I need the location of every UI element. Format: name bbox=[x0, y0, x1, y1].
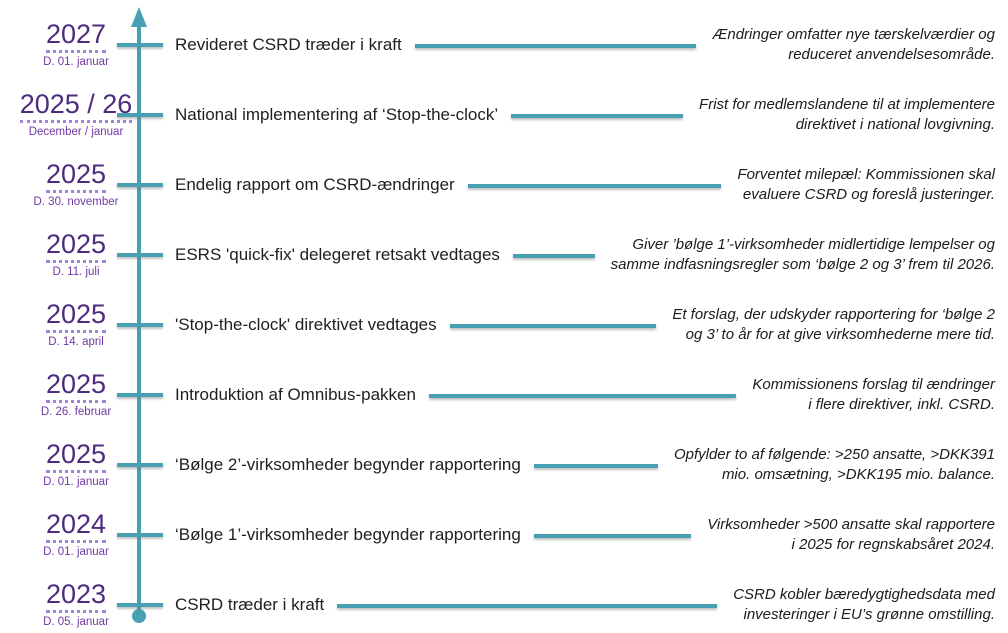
event-title: Endelig rapport om CSRD-ændringer bbox=[175, 175, 455, 194]
event-description: Forventet milepæl: Kommissionen skal eva… bbox=[737, 165, 995, 203]
event-description: Virksomheder >500 ansatte skal rapporter… bbox=[707, 515, 995, 553]
event-description: Frist for medlemslandene til at implemen… bbox=[699, 95, 995, 133]
event-title: National implementering af ‘Stop-the-clo… bbox=[175, 105, 499, 124]
event-date-column: 2025 / 26 December / januar bbox=[0, 91, 152, 139]
event-date-column: 2024 D. 01. januar bbox=[0, 511, 152, 559]
timeline-event-row: 2025 D. 30. november Endelig rapport om … bbox=[0, 150, 995, 220]
event-description: Giver ’bølge 1’-virksomheder midlertidig… bbox=[610, 235, 995, 273]
event-title: Introduktion af Omnibus-pakken bbox=[175, 385, 416, 404]
axis-tick-icon bbox=[117, 113, 163, 117]
connector-line bbox=[414, 44, 697, 48]
event-date-column: 2025 D. 11. juli bbox=[0, 231, 152, 279]
event-year: 2025 bbox=[45, 231, 107, 264]
connector-line bbox=[533, 464, 658, 468]
event-date-column: 2025 D. 30. november bbox=[0, 161, 152, 209]
event-date-column: 2023 D. 05. januar bbox=[0, 581, 152, 629]
event-date: D. 01. januar bbox=[43, 546, 109, 559]
event-year: 2025 bbox=[45, 161, 107, 194]
timeline-axis-line bbox=[137, 26, 141, 611]
event-year: 2025 / 26 bbox=[19, 91, 133, 124]
event-year: 2027 bbox=[45, 21, 107, 54]
event-title: Revideret CSRD træder i kraft bbox=[175, 35, 402, 54]
connector-line bbox=[511, 114, 684, 118]
event-date: D. 30. november bbox=[33, 196, 119, 209]
timeline-event-row: 2023 D. 05. januar CSRD træder i kraft C… bbox=[0, 570, 995, 633]
event-date-column: 2025 D. 01. januar bbox=[0, 441, 152, 489]
timeline-event-row: 2025 D. 26. februar Introduktion af Omni… bbox=[0, 360, 995, 430]
event-title: ‘Bølge 1’-virksomheder begynder rapporte… bbox=[175, 525, 521, 544]
event-year: 2025 bbox=[45, 441, 107, 474]
event-date: D. 14. april bbox=[48, 336, 104, 349]
axis-tick-icon bbox=[117, 463, 163, 467]
timeline-event-row: 2025 D. 14. april 'Stop-the-clock' direk… bbox=[0, 290, 995, 360]
timeline-arrow-up-icon bbox=[131, 7, 147, 27]
timeline-event-row: 2024 D. 01. januar ‘Bølge 1’-virksomhede… bbox=[0, 500, 995, 570]
timeline-event-row: 2025 / 26 December / januar National imp… bbox=[0, 80, 995, 150]
event-date-column: 2025 D. 26. februar bbox=[0, 371, 152, 419]
event-date: D. 01. januar bbox=[43, 56, 109, 69]
timeline-event-row: 2027 D. 01. januar Revideret CSRD træder… bbox=[0, 10, 995, 80]
connector-line bbox=[533, 534, 692, 538]
event-year: 2025 bbox=[45, 371, 107, 404]
event-date: D. 01. januar bbox=[43, 476, 109, 489]
axis-tick-icon bbox=[117, 253, 163, 257]
axis-tick-icon bbox=[117, 183, 163, 187]
event-year: 2023 bbox=[45, 581, 107, 614]
event-title: CSRD træder i kraft bbox=[175, 595, 325, 614]
timeline-event-row: 2025 D. 01. januar ‘Bølge 2’-virksomhede… bbox=[0, 430, 995, 500]
connector-line bbox=[512, 254, 595, 258]
axis-tick-icon bbox=[117, 603, 163, 607]
event-title: ESRS 'quick-fix' delegeret retsakt vedta… bbox=[175, 245, 500, 264]
event-year: 2024 bbox=[45, 511, 107, 544]
event-description: Opfylder to af følgende: >250 ansatte, >… bbox=[673, 445, 995, 483]
connector-line bbox=[337, 604, 718, 608]
axis-tick-icon bbox=[117, 323, 163, 327]
event-description: CSRD kobler bæredygtighedsdata med inves… bbox=[733, 585, 995, 623]
axis-tick-icon bbox=[117, 43, 163, 47]
event-date: December / januar bbox=[28, 126, 124, 139]
event-date: D. 11. juli bbox=[52, 266, 100, 279]
event-date: D. 05. januar bbox=[43, 616, 109, 629]
connector-line bbox=[467, 184, 722, 188]
event-title: ‘Bølge 2’-virksomheder begynder rapporte… bbox=[175, 455, 521, 474]
event-description: Ændringer omfatter nye tærskelværdier og… bbox=[712, 25, 995, 63]
timeline-end-dot-icon bbox=[132, 609, 146, 623]
event-date-column: 2025 D. 14. april bbox=[0, 301, 152, 349]
connector-line bbox=[449, 324, 657, 328]
timeline-event-row: 2025 D. 11. juli ESRS 'quick-fix' delege… bbox=[0, 220, 995, 290]
event-date: D. 26. februar bbox=[40, 406, 112, 419]
event-year: 2025 bbox=[45, 301, 107, 334]
event-description: Kommissionens forslag til ændringer i fl… bbox=[752, 375, 995, 413]
connector-line bbox=[428, 394, 737, 398]
event-date-column: 2027 D. 01. januar bbox=[0, 21, 152, 69]
axis-tick-icon bbox=[117, 533, 163, 537]
axis-tick-icon bbox=[117, 393, 163, 397]
event-description: Et forslag, der udskyder rapportering fo… bbox=[672, 305, 995, 343]
event-title: 'Stop-the-clock' direktivet vedtages bbox=[175, 315, 437, 334]
